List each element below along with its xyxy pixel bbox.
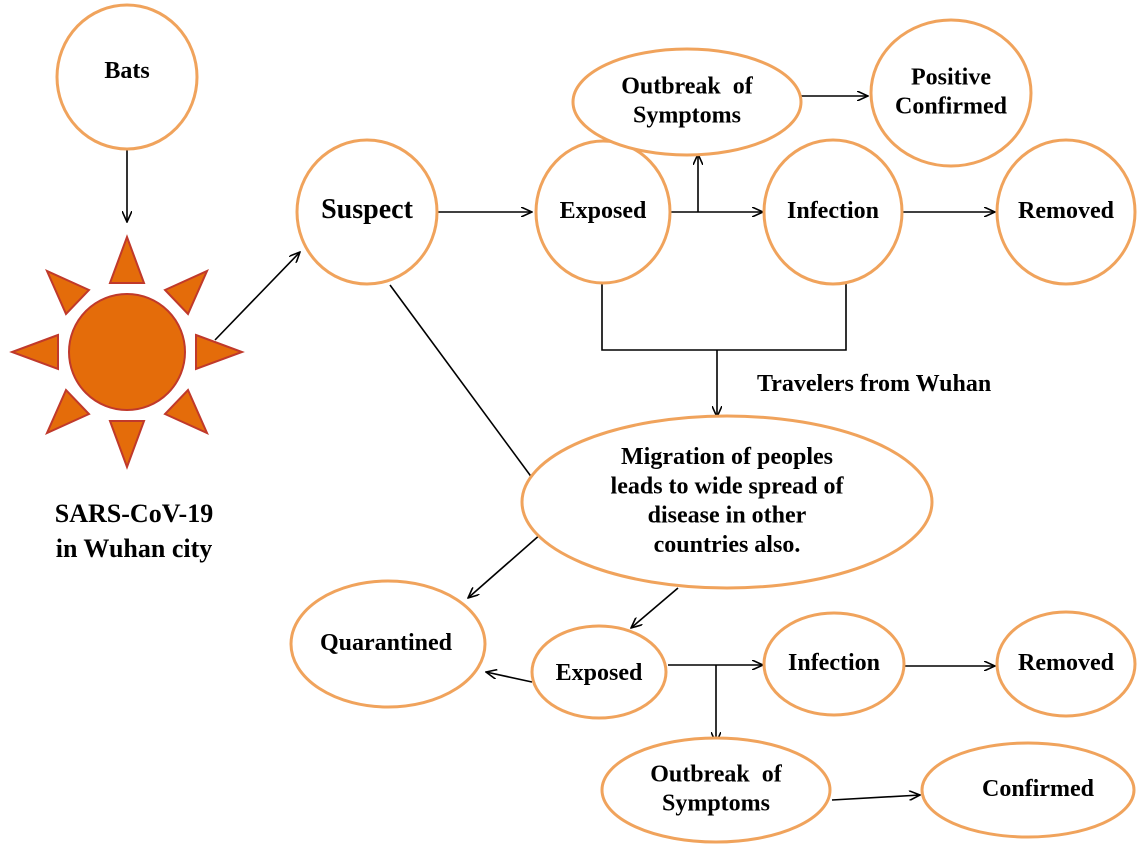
node-label-line: Symptoms <box>662 790 770 816</box>
bracket-exposed-infection <box>601 283 847 351</box>
node-confirmed-shape <box>920 741 1136 839</box>
node-label-line: Removed <box>1018 650 1115 676</box>
node-removed-bottom-shape <box>995 610 1137 718</box>
connectors <box>127 96 995 801</box>
arrow-virus-to-suspect <box>214 252 300 341</box>
node-infection-top: Infection <box>787 198 879 224</box>
node-label-line: countries also. <box>654 531 801 557</box>
node-exposed-bottom-shape <box>530 624 668 720</box>
travelers-label: Travelers from Wuhan <box>757 371 991 397</box>
node-positive-confirmed-shape <box>869 18 1033 168</box>
node-bats: Bats <box>104 58 149 84</box>
arrow-migration-to-quarantined <box>468 525 551 598</box>
node-label-line: Outbreak of <box>650 761 783 787</box>
node-suspect-shape <box>295 138 439 286</box>
node-exposed-top: Exposed <box>560 198 647 224</box>
sun-icon <box>9 234 245 470</box>
sars-caption-line1: SARS-CoV-19 <box>55 499 213 528</box>
node-label-line: Infection <box>787 198 879 224</box>
node-migration: Migration of peoples leads to wide spread… <box>611 444 845 558</box>
node-outbreak-top: Outbreak of Symptoms <box>621 73 754 128</box>
node-label-line: Infection <box>788 650 880 676</box>
sars-caption-line2: in Wuhan city <box>56 534 213 563</box>
node-removed-bottom: Removed <box>1018 650 1115 676</box>
node-label-line: Migration of peoples <box>621 444 833 470</box>
node-quarantined: Quarantined <box>320 630 453 656</box>
node-label-line: Suspect <box>321 194 413 225</box>
node-label-line: Positive <box>911 64 991 90</box>
node-label-line: Quarantined <box>320 630 453 656</box>
node-label-line: Confirmed <box>982 776 1095 802</box>
arrow-outbreak-to-confirmed <box>831 795 920 801</box>
node-infection-bottom: Infection <box>788 650 880 676</box>
node-label-line: Bats <box>104 58 149 84</box>
node-migration-shape <box>520 414 934 590</box>
node-exposed-top-shape <box>534 139 672 285</box>
node-confirmed: Confirmed <box>982 776 1095 802</box>
node-label-line: Confirmed <box>895 93 1008 119</box>
node-outbreak-bottom-shape <box>600 736 832 844</box>
node-removed-top-shape <box>995 138 1137 286</box>
node-label-line: Symptoms <box>633 102 741 128</box>
node-outbreak-bottom: Outbreak of Symptoms <box>650 761 783 816</box>
node-bats-shape <box>55 3 199 151</box>
node-label-line: disease in other <box>648 502 807 528</box>
node-label-line: Exposed <box>560 198 647 224</box>
node-outbreak-top-shape <box>571 47 803 157</box>
node-label-line: Exposed <box>556 660 643 686</box>
node-label-line: Outbreak of <box>621 73 754 99</box>
arrow-exposed-to-quarantined <box>486 672 533 683</box>
node-infection-bottom-shape <box>762 611 906 717</box>
node-quarantined-shape <box>289 579 487 709</box>
node-infection-top-shape <box>762 138 904 286</box>
arrow-suspect-to-migration <box>389 284 541 490</box>
node-label-line: leads to wide spread of <box>611 473 845 499</box>
node-exposed-bottom: Exposed <box>556 660 643 686</box>
node-removed-top: Removed <box>1018 198 1115 224</box>
arrow-migration-to-exposed-bottom <box>631 587 679 628</box>
node-suspect: Suspect <box>321 194 413 225</box>
node-label-line: Removed <box>1018 198 1115 224</box>
